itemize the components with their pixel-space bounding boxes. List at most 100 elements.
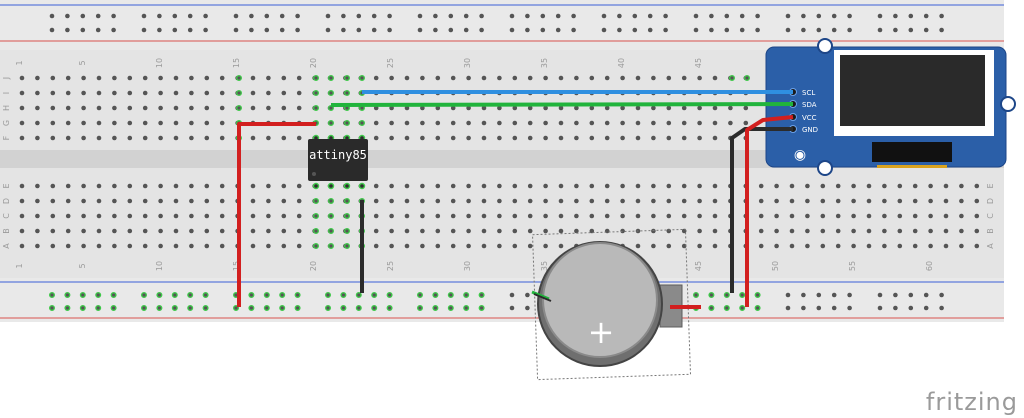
breadboard-hole[interactable] xyxy=(266,75,271,81)
breadboard-hole[interactable] xyxy=(219,213,225,219)
breadboard-hole[interactable] xyxy=(81,198,86,204)
breadboard-hole[interactable] xyxy=(435,135,441,141)
breadboard-hole[interactable] xyxy=(774,228,779,234)
connected-hole[interactable] xyxy=(235,104,242,111)
connected-hole[interactable] xyxy=(359,119,366,126)
rail-hole[interactable] xyxy=(785,292,791,298)
breadboard-hole[interactable] xyxy=(404,243,410,249)
breadboard-hole[interactable] xyxy=(81,120,86,126)
breadboard-hole[interactable] xyxy=(604,135,610,141)
rail-hole[interactable] xyxy=(908,305,914,311)
breadboard-hole[interactable] xyxy=(789,228,795,234)
breadboard-hole[interactable] xyxy=(897,198,903,204)
breadboard-hole[interactable] xyxy=(481,198,487,204)
breadboard-hole[interactable] xyxy=(512,120,518,126)
breadboard-hole[interactable] xyxy=(604,120,610,126)
rail-hole[interactable] xyxy=(80,27,86,33)
breadboard-hole[interactable] xyxy=(466,105,471,111)
rail-hole[interactable] xyxy=(525,13,530,19)
breadboard-hole[interactable] xyxy=(204,243,210,249)
breadboard-hole[interactable] xyxy=(219,198,225,204)
breadboard-hole[interactable] xyxy=(697,183,702,189)
breadboard-hole[interactable] xyxy=(50,243,56,249)
breadboard-hole[interactable] xyxy=(189,75,194,81)
breadboard-hole[interactable] xyxy=(142,228,148,234)
breadboard-hole[interactable] xyxy=(758,183,764,189)
connected-rail-hole[interactable] xyxy=(754,305,761,312)
breadboard-hole[interactable] xyxy=(112,228,117,234)
rail-hole[interactable] xyxy=(371,13,377,19)
rail-hole[interactable] xyxy=(632,27,638,33)
breadboard-hole[interactable] xyxy=(173,90,179,96)
breadboard-hole[interactable] xyxy=(158,90,163,96)
rail-hole[interactable] xyxy=(157,13,162,19)
rail-hole[interactable] xyxy=(187,13,193,19)
breadboard-hole[interactable] xyxy=(189,120,194,126)
breadboard-hole[interactable] xyxy=(527,243,533,249)
connected-hole[interactable] xyxy=(328,242,335,249)
breadboard-hole[interactable] xyxy=(866,243,872,249)
rail-hole[interactable] xyxy=(95,13,101,19)
breadboard-hole[interactable] xyxy=(450,75,456,81)
breadboard-hole[interactable] xyxy=(373,135,379,141)
breadboard-hole[interactable] xyxy=(743,120,749,126)
rail-hole[interactable] xyxy=(279,13,285,19)
connected-rail-hole[interactable] xyxy=(156,305,163,312)
breadboard-hole[interactable] xyxy=(620,213,625,219)
rail-hole[interactable] xyxy=(847,292,852,298)
breadboard-hole[interactable] xyxy=(620,120,625,126)
breadboard-hole[interactable] xyxy=(882,183,887,189)
breadboard-hole[interactable] xyxy=(420,105,425,111)
breadboard-hole[interactable] xyxy=(266,198,271,204)
rail-hole[interactable] xyxy=(249,27,254,33)
breadboard-hole[interactable] xyxy=(420,198,425,204)
breadboard-hole[interactable] xyxy=(65,228,71,234)
rail-hole[interactable] xyxy=(693,13,699,19)
breadboard-hole[interactable] xyxy=(835,228,841,234)
breadboard-hole[interactable] xyxy=(620,228,625,234)
breadboard-hole[interactable] xyxy=(928,183,933,189)
connected-hole[interactable] xyxy=(313,89,320,96)
breadboard-hole[interactable] xyxy=(65,213,71,219)
rail-hole[interactable] xyxy=(709,27,714,33)
breadboard-hole[interactable] xyxy=(96,90,102,96)
breadboard-hole[interactable] xyxy=(373,183,379,189)
connected-hole[interactable] xyxy=(313,227,320,234)
breadboard-hole[interactable] xyxy=(189,135,194,141)
breadboard-hole[interactable] xyxy=(712,183,718,189)
breadboard-hole[interactable] xyxy=(604,198,610,204)
breadboard-hole[interactable] xyxy=(173,135,179,141)
breadboard-hole[interactable] xyxy=(851,213,856,219)
rail-hole[interactable] xyxy=(816,292,822,298)
rail-hole[interactable] xyxy=(479,13,484,19)
breadboard-hole[interactable] xyxy=(219,228,225,234)
rail-hole[interactable] xyxy=(463,13,469,19)
breadboard-hole[interactable] xyxy=(543,213,548,219)
breadboard-hole[interactable] xyxy=(112,90,117,96)
breadboard-hole[interactable] xyxy=(142,120,148,126)
breadboard-hole[interactable] xyxy=(404,120,410,126)
rail-hole[interactable] xyxy=(463,27,469,33)
breadboard-hole[interactable] xyxy=(420,120,425,126)
breadboard-hole[interactable] xyxy=(450,243,456,249)
breadboard-hole[interactable] xyxy=(296,228,302,234)
breadboard-hole[interactable] xyxy=(681,243,687,249)
breadboard-hole[interactable] xyxy=(497,228,502,234)
breadboard-hole[interactable] xyxy=(35,105,40,111)
breadboard-hole[interactable] xyxy=(50,90,56,96)
rail-hole[interactable] xyxy=(571,27,576,33)
breadboard-hole[interactable] xyxy=(296,243,302,249)
breadboard-hole[interactable] xyxy=(266,243,271,249)
wire-red-vcc-left[interactable] xyxy=(237,122,316,307)
breadboard-hole[interactable] xyxy=(466,135,471,141)
breadboard-hole[interactable] xyxy=(681,120,687,126)
connected-rail-hole[interactable] xyxy=(49,305,56,312)
breadboard-hole[interactable] xyxy=(35,120,40,126)
connected-rail-hole[interactable] xyxy=(478,305,485,312)
breadboard-hole[interactable] xyxy=(435,105,441,111)
breadboard-hole[interactable] xyxy=(127,198,133,204)
breadboard-hole[interactable] xyxy=(81,90,86,96)
breadboard-hole[interactable] xyxy=(512,135,518,141)
breadboard-hole[interactable] xyxy=(805,243,810,249)
breadboard-hole[interactable] xyxy=(774,183,779,189)
